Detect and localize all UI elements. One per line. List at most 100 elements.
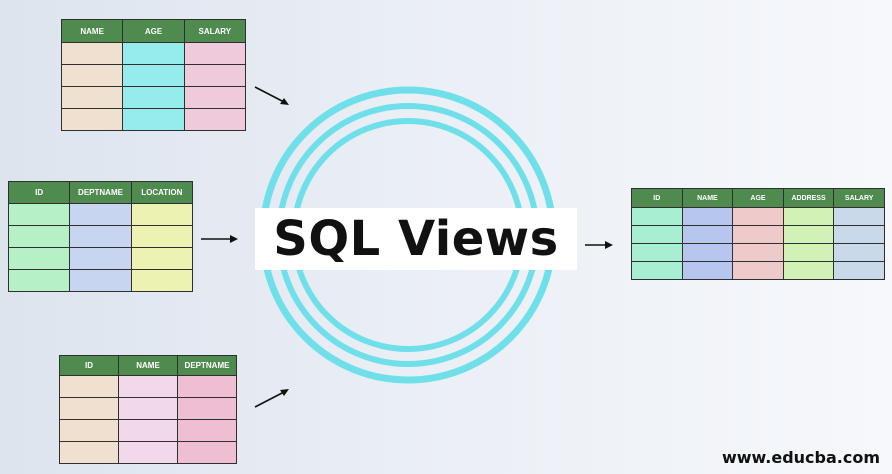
table-row xyxy=(59,375,237,398)
table-cell xyxy=(177,441,237,464)
table-cell xyxy=(60,108,124,131)
table-cell xyxy=(631,243,683,262)
table-row xyxy=(60,86,247,109)
table-cell xyxy=(7,247,71,270)
table-row xyxy=(59,419,237,442)
table-cell xyxy=(183,108,247,131)
table-cell xyxy=(60,86,124,109)
table-cell xyxy=(130,203,194,226)
table-cell xyxy=(681,225,734,244)
table-cell xyxy=(183,86,247,109)
table-cell xyxy=(7,269,71,292)
table-cell xyxy=(833,207,885,226)
column-header: SALARY xyxy=(183,19,247,43)
arrow-to-view-result xyxy=(585,241,613,249)
table-cell xyxy=(177,397,237,420)
table-cell xyxy=(118,397,178,420)
table-cell xyxy=(732,207,784,226)
table-cell xyxy=(732,243,784,262)
table-row xyxy=(631,225,885,244)
table-cell xyxy=(177,375,237,398)
table-cell xyxy=(631,261,683,280)
table-row xyxy=(60,42,247,65)
table-row xyxy=(631,261,885,280)
table-cell xyxy=(681,243,734,262)
table-cell xyxy=(833,243,885,262)
table-cell xyxy=(631,225,683,244)
column-header: ADDRESS xyxy=(782,188,835,208)
column-header: AGE xyxy=(732,188,784,208)
column-header: AGE xyxy=(122,19,185,43)
column-header: NAME xyxy=(118,355,178,376)
column-header: NAME xyxy=(60,19,124,43)
table-cell xyxy=(60,64,124,87)
table-row xyxy=(59,441,237,464)
table-cell xyxy=(60,42,124,65)
table-cell xyxy=(69,247,132,270)
table-cell xyxy=(59,397,119,420)
table-row xyxy=(7,203,194,226)
arrow-from-staff-table xyxy=(254,389,289,408)
table-cell xyxy=(59,375,119,398)
table-cell xyxy=(732,261,784,280)
table-cell xyxy=(782,207,835,226)
table-cell xyxy=(7,203,71,226)
column-header: DEPTNAME xyxy=(69,181,132,204)
table-cell xyxy=(59,419,119,442)
table-cell xyxy=(122,64,185,87)
diagram-title: SQL Views xyxy=(273,211,559,267)
column-header: ID xyxy=(7,181,71,204)
column-header: SALARY xyxy=(833,188,885,208)
table-cell xyxy=(69,203,132,226)
column-header: DEPTNAME xyxy=(177,355,237,376)
table-cell xyxy=(118,441,178,464)
table-cell xyxy=(118,419,178,442)
table-cell xyxy=(631,207,683,226)
table-cell xyxy=(681,207,734,226)
table-cell xyxy=(183,64,247,87)
title-box: SQL Views xyxy=(255,208,577,270)
arrow-from-department-table xyxy=(201,235,238,243)
table-cell xyxy=(130,225,194,248)
table-cell xyxy=(59,441,119,464)
website-url: www.educba.com xyxy=(721,448,880,467)
table-row xyxy=(7,269,194,292)
table-cell xyxy=(732,225,784,244)
table-cell xyxy=(122,86,185,109)
table-cell xyxy=(782,243,835,262)
table-cell xyxy=(130,247,194,270)
table-cell xyxy=(69,225,132,248)
table-row xyxy=(631,207,885,226)
table-cell xyxy=(782,261,835,280)
table-cell xyxy=(122,108,185,131)
table-cell xyxy=(122,42,185,65)
table-cell xyxy=(118,375,178,398)
column-header: ID xyxy=(631,188,683,208)
table-row xyxy=(59,397,237,420)
table-row xyxy=(7,247,194,270)
table-cell xyxy=(833,261,885,280)
table-cell xyxy=(183,42,247,65)
table-row xyxy=(60,64,247,87)
table-cell xyxy=(130,269,194,292)
arrow-from-employee-table xyxy=(254,86,289,105)
table-row xyxy=(60,108,247,131)
table-cell xyxy=(7,225,71,248)
table-cell xyxy=(177,419,237,442)
column-header: NAME xyxy=(681,188,734,208)
table-cell xyxy=(681,261,734,280)
table-cell xyxy=(833,225,885,244)
table-row xyxy=(631,243,885,262)
table-cell xyxy=(782,225,835,244)
column-header: ID xyxy=(59,355,119,376)
column-header: LOCATION xyxy=(130,181,194,204)
table-row xyxy=(7,225,194,248)
